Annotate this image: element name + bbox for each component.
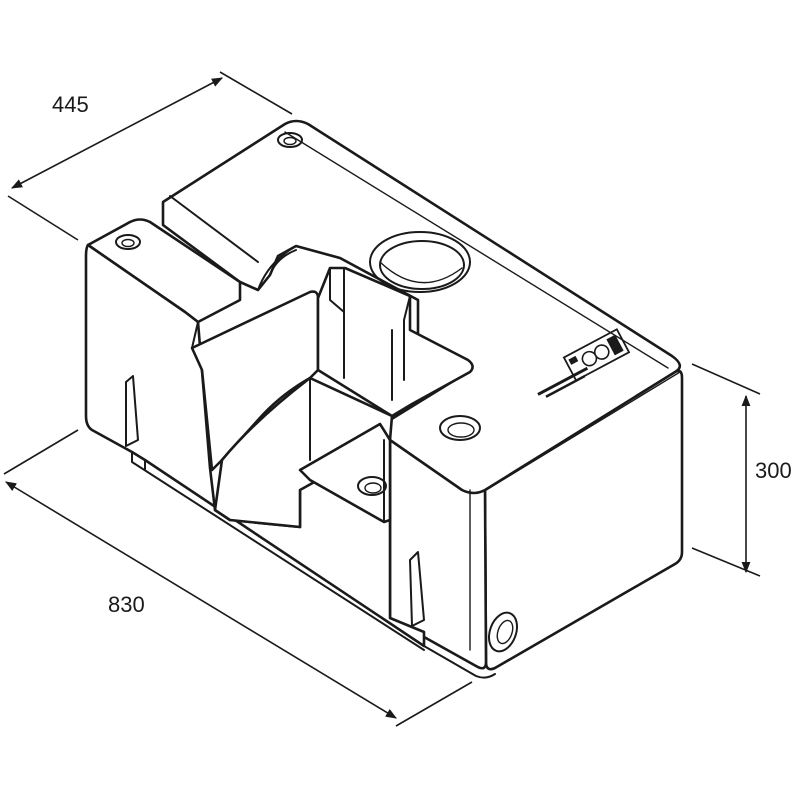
support-slots bbox=[125, 375, 425, 627]
dimension-height: 300 bbox=[691, 363, 792, 577]
mount-hole-left bbox=[115, 234, 141, 250]
left-block-top-face bbox=[86, 218, 242, 324]
dimension-depth: 445 bbox=[7, 71, 293, 241]
mounting-holes bbox=[115, 132, 303, 250]
filler-opening bbox=[369, 231, 471, 293]
dimension-length: 830 bbox=[3, 429, 473, 727]
tank-body bbox=[84, 119, 684, 679]
slot-right bbox=[409, 551, 425, 627]
channel-right-wall bbox=[316, 266, 474, 418]
rear-ledge bbox=[162, 195, 259, 301]
right-block-side-face bbox=[388, 438, 488, 670]
drain-outlet bbox=[487, 611, 519, 653]
dimension-length-label: 830 bbox=[108, 592, 145, 617]
manufacturer-logo bbox=[562, 328, 631, 382]
channel-detail-lines bbox=[191, 267, 411, 523]
dimension-height-label: 300 bbox=[755, 458, 792, 483]
dimension-depth-label: 445 bbox=[52, 92, 89, 117]
right-block-fillets bbox=[284, 131, 681, 651]
top-port bbox=[439, 415, 481, 441]
slot-left bbox=[125, 375, 139, 447]
logo-text-marks bbox=[537, 366, 589, 398]
channel-upper-rim bbox=[257, 245, 419, 301]
mount-hole-rear bbox=[277, 132, 303, 148]
